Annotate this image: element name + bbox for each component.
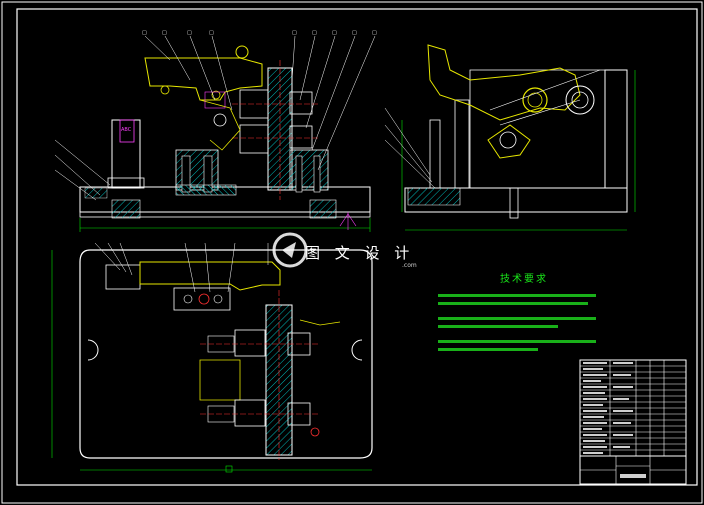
title-block-text-marks [583,362,646,478]
tech-requirements-body [438,294,596,351]
svg-text:□: □ [209,30,214,36]
watermark-text: 图 文 设 计 [305,244,415,262]
svg-text:□: □ [142,30,147,36]
svg-text:□: □ [162,30,167,36]
svg-text:□: □ [352,30,357,36]
watermark-logo [272,232,308,268]
tech-requirements-title: 技术要求 [500,274,548,285]
top-view [51,242,373,473]
svg-text:□: □ [332,30,337,36]
svg-text:□: □ [312,30,317,36]
front-view: ABC [54,30,377,232]
svg-text:□: □ [292,30,297,36]
svg-text:□: □ [187,30,192,36]
side-view [384,44,636,231]
inner-frame [16,8,698,486]
watermark-url: .com [402,262,417,269]
svg-text:□: □ [372,30,377,36]
svg-text:ABC: ABC [121,127,132,133]
title-block [579,359,687,485]
